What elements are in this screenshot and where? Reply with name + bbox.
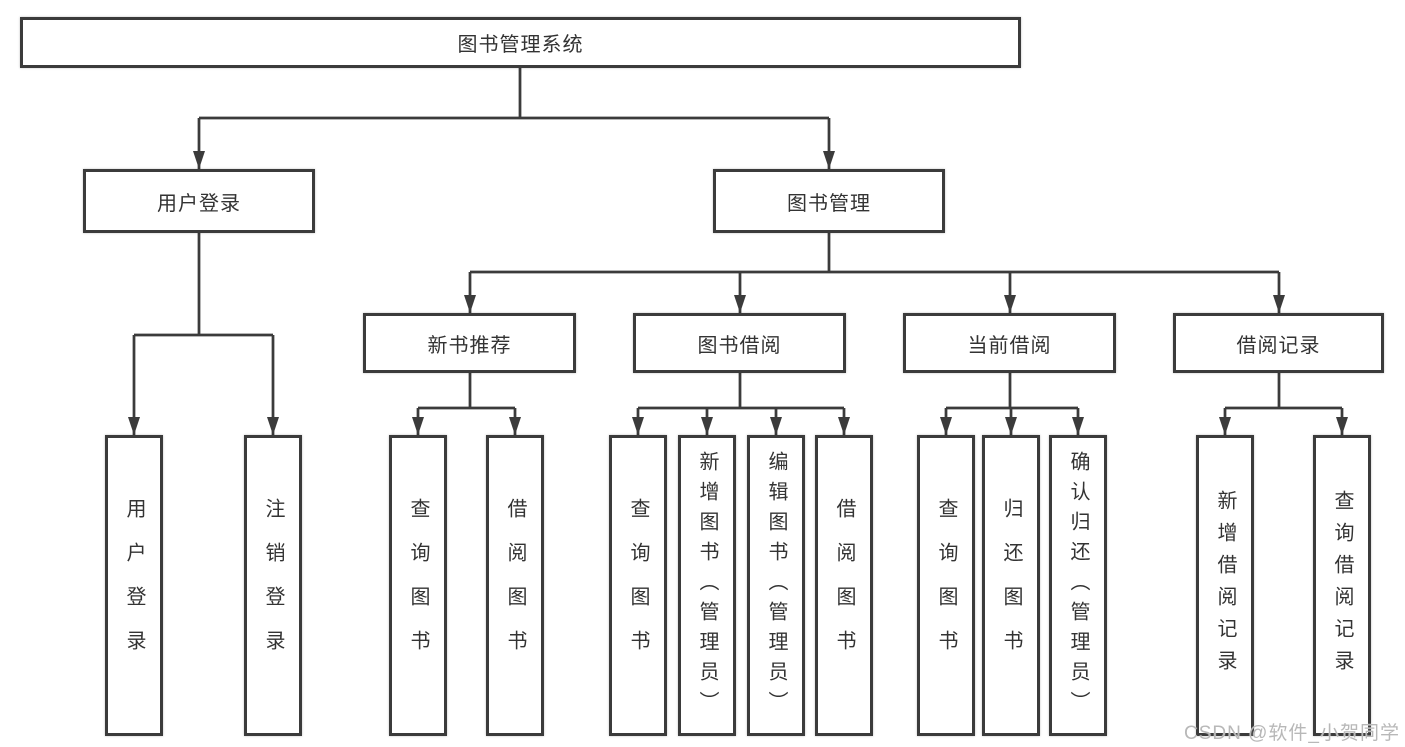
leaf-bb-borrow-books: 借阅图书 (815, 435, 873, 736)
leaf-cb-confirm-return-admin: 确认归还（管理员） (1049, 435, 1107, 736)
leaf-bb-add-books-admin-label: 新增图书（管理员） (696, 450, 718, 721)
leaf-bb-borrow-books-label: 借阅图书 (833, 497, 855, 674)
leaf-user-login-label: 用户登录 (123, 497, 145, 674)
node-book-management: 图书管理 (713, 169, 945, 233)
leaf-bb-edit-books-admin-label: 编辑图书（管理员） (765, 450, 787, 721)
node-borrowing-records: 借阅记录 (1173, 313, 1384, 373)
leaf-user-login: 用户登录 (105, 435, 163, 736)
leaf-bb-add-books-admin: 新增图书（管理员） (678, 435, 736, 736)
leaf-br-add-record-label: 新增借阅记录 (1214, 489, 1236, 682)
leaf-br-add-record: 新增借阅记录 (1196, 435, 1254, 736)
leaf-nb-query-books-label: 查询图书 (407, 497, 429, 674)
leaf-nb-borrow-books-label: 借阅图书 (504, 497, 526, 674)
leaf-br-query-record: 查询借阅记录 (1313, 435, 1371, 736)
leaf-cb-confirm-return-admin-label: 确认归还（管理员） (1067, 450, 1089, 721)
leaf-cb-return-books-label: 归还图书 (1000, 497, 1022, 674)
node-new-book-recommend: 新书推荐 (363, 313, 576, 373)
leaf-bb-query-books: 查询图书 (609, 435, 667, 736)
leaf-br-query-record-label: 查询借阅记录 (1331, 489, 1353, 682)
watermark: CSDN @软件_小贺同学 (1184, 723, 1400, 744)
node-book-borrowing: 图书借阅 (633, 313, 846, 373)
leaf-bb-edit-books-admin: 编辑图书（管理员） (747, 435, 805, 736)
leaf-cb-query-books: 查询图书 (917, 435, 975, 736)
leaf-cb-query-books-label: 查询图书 (935, 497, 957, 674)
node-current-borrowing: 当前借阅 (903, 313, 1116, 373)
node-user-login: 用户登录 (83, 169, 315, 233)
leaf-nb-borrow-books: 借阅图书 (486, 435, 544, 736)
leaf-cb-return-books: 归还图书 (982, 435, 1040, 736)
node-root: 图书管理系统 (20, 17, 1021, 68)
leaf-logout-label: 注销登录 (262, 497, 284, 674)
leaf-logout: 注销登录 (244, 435, 302, 736)
tree-trunk-lines (134, 68, 1342, 410)
leaf-bb-query-books-label: 查询图书 (627, 497, 649, 674)
leaf-nb-query-books: 查询图书 (389, 435, 447, 736)
